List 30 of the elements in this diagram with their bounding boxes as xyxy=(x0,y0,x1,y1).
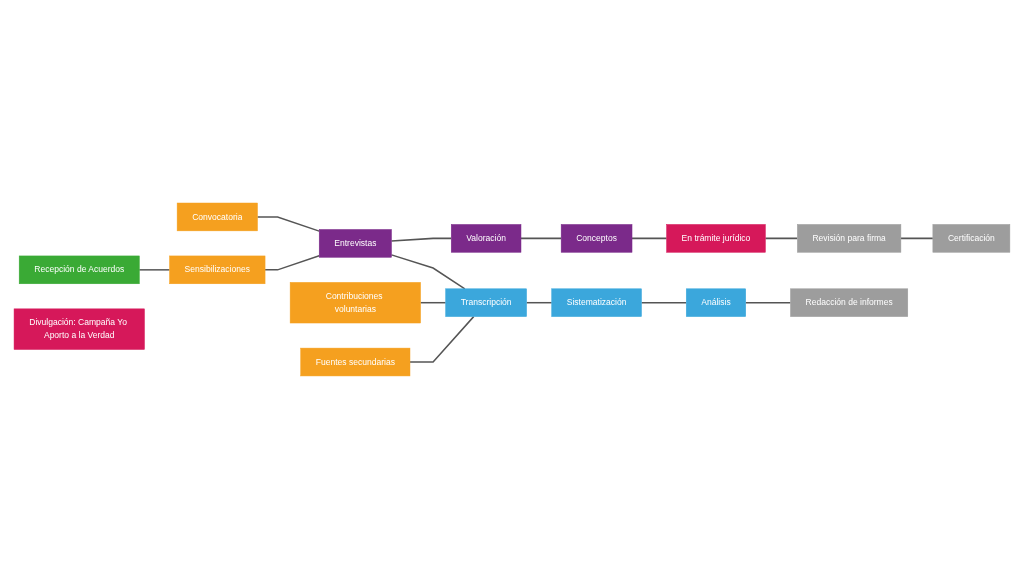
node-box: Convocatoria xyxy=(176,202,258,232)
connector xyxy=(264,254,320,271)
connector xyxy=(390,254,466,290)
connector xyxy=(256,216,320,232)
node-box: Sistematización xyxy=(551,288,642,317)
node-box: En trámite jurídico xyxy=(666,224,766,253)
node-box: Redacción de informes xyxy=(790,288,909,317)
node-box: Revisión para firma xyxy=(797,224,902,253)
connector xyxy=(640,301,687,304)
connector xyxy=(138,269,171,271)
node-box: Certificación xyxy=(932,224,1011,253)
node-box: Contribuciones voluntarias xyxy=(289,282,421,324)
node-box: Sensibilizaciones xyxy=(169,255,266,285)
connector xyxy=(419,301,447,304)
connector xyxy=(409,315,475,363)
connector xyxy=(390,237,452,242)
node-box: Transcripción xyxy=(445,288,527,317)
connector xyxy=(520,237,562,240)
node-box: Recepción de Acuerdos xyxy=(18,255,140,285)
node-box: Entrevistas xyxy=(319,229,392,258)
connector xyxy=(631,237,668,240)
node-box: Conceptos xyxy=(560,224,633,253)
node-box: Divulgación: Campaña Yo Aporto a la Verdad xyxy=(13,308,145,350)
node-box: Análisis xyxy=(686,288,746,317)
connector xyxy=(525,301,553,304)
connector xyxy=(764,237,799,240)
node-box: Fuentes secundarias xyxy=(300,347,411,377)
connector xyxy=(900,237,934,240)
node-box: Valoración xyxy=(451,224,522,253)
connector xyxy=(745,301,792,304)
